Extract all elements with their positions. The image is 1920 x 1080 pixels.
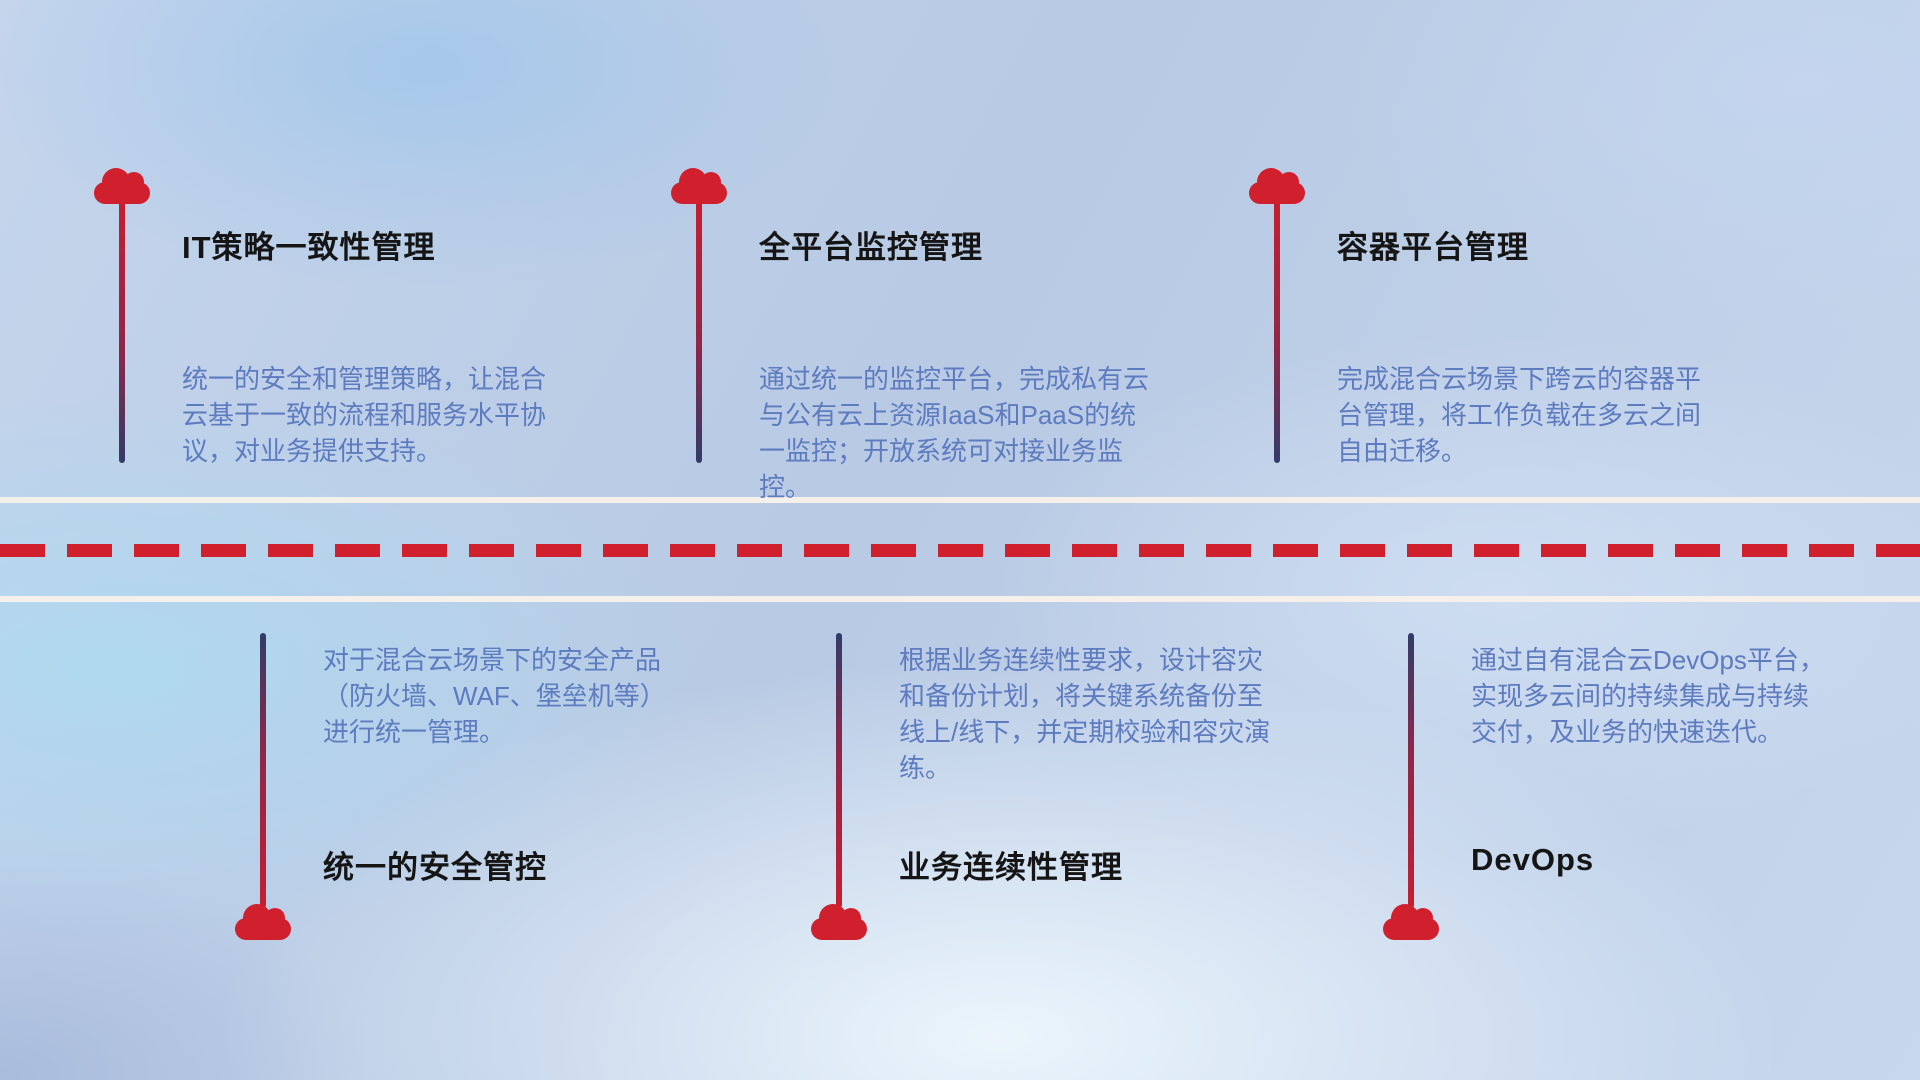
item-unified-security: 统一的安全管控 对于混合云场景下的安全产品（防火墙、WAF、堡垒机等）进行统一管… bbox=[235, 630, 735, 960]
item-description: 通过统一的监控平台，完成私有云与公有云上资源IaaS和PaaS的统一监控；开放系… bbox=[759, 364, 1150, 502]
item-title: 统一的安全管控 bbox=[323, 850, 547, 885]
item-it-policy: IT策略一致性管理 统一的安全和管理策略，让混合云基于一致的流程和服务水平协议，… bbox=[94, 165, 594, 475]
item-description: 完成混合云场景下跨云的容器平台管理，将工作负载在多云之间自由迁移。 bbox=[1337, 364, 1702, 466]
cloud-icon bbox=[671, 168, 727, 204]
cloud-icon bbox=[1249, 168, 1305, 204]
cloud-icon bbox=[811, 904, 867, 940]
connector-line bbox=[836, 633, 842, 908]
cloud-icon bbox=[235, 904, 291, 940]
item-description: 对于混合云场景下的安全产品（防火墙、WAF、堡垒机等）进行统一管理。 bbox=[323, 645, 666, 747]
connector-line bbox=[1274, 201, 1280, 463]
timeline-lower-line bbox=[0, 596, 1920, 602]
item-description: 通过自有混合云DevOps平台，实现多云间的持续集成与持续交付，及业务的快速迭代… bbox=[1471, 645, 1825, 747]
connector-line bbox=[696, 201, 702, 463]
connector-line bbox=[1408, 633, 1414, 908]
item-title: 容器平台管理 bbox=[1337, 230, 1529, 265]
timeline-upper-line bbox=[0, 497, 1920, 503]
item-title: 业务连续性管理 bbox=[899, 850, 1123, 885]
item-business-continuity: 业务连续性管理 根据业务连续性要求，设计容灾和备份计划，将关键系统备份至线上/线… bbox=[811, 630, 1311, 960]
cloud-icon bbox=[94, 168, 150, 204]
item-description: 统一的安全和管理策略，让混合云基于一致的流程和服务水平协议，对业务提供支持。 bbox=[182, 364, 547, 466]
cloud-icon bbox=[1383, 904, 1439, 940]
connector-line bbox=[119, 201, 125, 463]
item-platform-monitoring: 全平台监控管理 通过统一的监控平台，完成私有云与公有云上资源IaaS和PaaS的… bbox=[671, 165, 1171, 502]
item-title: DevOps bbox=[1471, 842, 1595, 877]
connector-line bbox=[260, 633, 266, 908]
timeline-dashed-line bbox=[0, 544, 1920, 557]
item-container-platform: 容器平台管理 完成混合云场景下跨云的容器平台管理，将工作负载在多云之间自由迁移。 bbox=[1249, 165, 1749, 475]
item-devops: DevOps 通过自有混合云DevOps平台，实现多云间的持续集成与持续交付，及… bbox=[1383, 630, 1883, 960]
item-title: 全平台监控管理 bbox=[759, 230, 983, 265]
item-description: 根据业务连续性要求，设计容灾和备份计划，将关键系统备份至线上/线下，并定期校验和… bbox=[899, 645, 1271, 783]
item-title: IT策略一致性管理 bbox=[182, 230, 436, 265]
